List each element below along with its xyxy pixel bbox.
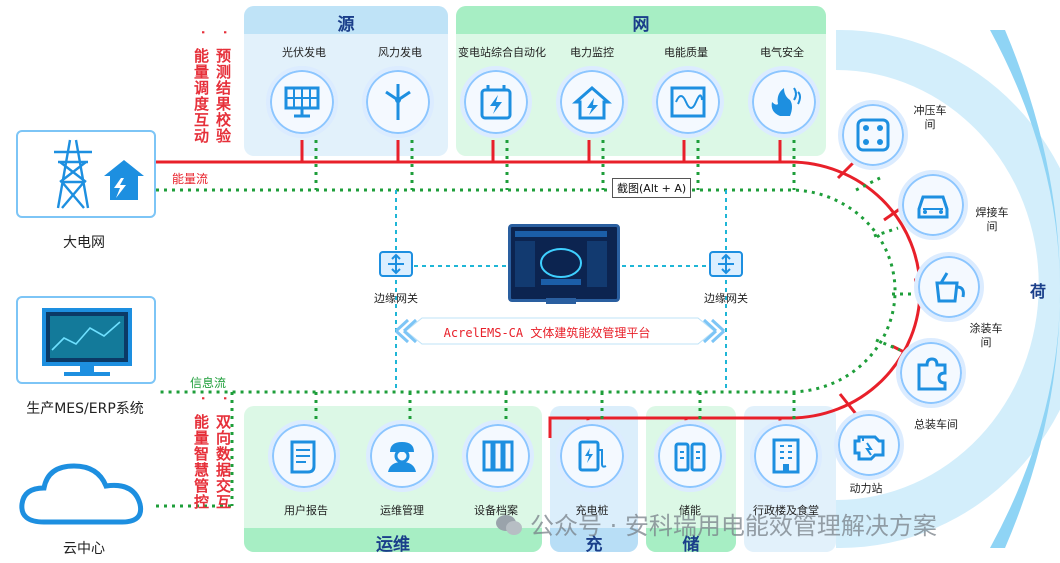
load-item-welding[interactable]: [898, 170, 968, 240]
office-label-building: 行政楼及食堂: [753, 504, 819, 517]
charge-title-bar: [550, 528, 638, 552]
load-label-welding: 焊接车间: [975, 206, 1009, 233]
dot-bottom-2: ·: [196, 396, 210, 402]
platform-banner-bg: [394, 317, 726, 345]
mes-node-label: 生产MES/ERP系统: [26, 401, 144, 417]
load-item-painting[interactable]: [914, 252, 984, 322]
dot-bottom-1: ·: [218, 396, 232, 402]
building-icon: [772, 438, 800, 474]
monitor-icon: [42, 308, 132, 376]
energy-flow-label: 能量流: [172, 172, 209, 186]
watermark-icon: [494, 510, 524, 540]
car-icon: [917, 195, 949, 219]
left-gateway-icon: [378, 248, 414, 280]
platform-title: AcrelEMS-CA 文体建筑能效管理平台: [443, 326, 651, 340]
storage-label-battery: 储能: [679, 504, 701, 517]
load-item-assembly[interactable]: [896, 338, 966, 408]
vtext-bottom-col1: 双向数据交互: [214, 414, 232, 510]
ops-label-device-archive: 设备档案: [474, 504, 518, 517]
scroll-document-icon: [290, 440, 316, 474]
house-bolt-icon: [572, 86, 612, 120]
grid-title-bar: [456, 6, 826, 34]
load-item-stamping[interactable]: [838, 100, 908, 170]
binders-icon: [482, 440, 514, 472]
grid-node-box: [16, 130, 156, 218]
storage-title-bar: [646, 528, 736, 552]
load-label-power-station: 动力站: [849, 482, 883, 495]
ops-label-maintenance: 运维管理: [380, 504, 424, 517]
grid-item-label-1: 变电站综合自动化: [458, 46, 546, 59]
ops-item-user-report[interactable]: [268, 420, 340, 492]
puzzle-icon: [917, 357, 947, 391]
electrical-safety-item[interactable]: [748, 66, 820, 138]
dot-top-1: ·: [218, 30, 232, 36]
ops-item-device-archive[interactable]: [462, 420, 534, 492]
dice-icon: [856, 118, 890, 152]
grid-item-label-4: 电气安全: [760, 46, 804, 59]
cloud-node-label: 云中心: [63, 541, 105, 557]
grid-item-label-3: 电能质量: [664, 46, 708, 59]
left-gateway-label: 边缘网关: [374, 292, 418, 305]
storage-item-battery[interactable]: [654, 420, 726, 492]
screenshot-tooltip: 截图(Alt + A): [612, 178, 692, 198]
wind-turbine-icon: [385, 84, 411, 120]
watermark-text: 公众号 · 安科瑞用电能效管理解决方案: [530, 512, 937, 540]
engine-icon: [853, 435, 885, 461]
worker-icon: [388, 442, 416, 472]
paint-pot-icon: [935, 272, 965, 303]
right-gateway-label: 边缘网关: [704, 292, 748, 305]
power-tower-icon: [54, 139, 144, 209]
office-item-building[interactable]: [750, 420, 822, 492]
storage-title: 储: [682, 535, 700, 555]
grid-title: 网: [632, 15, 650, 35]
solar-panel-icon: [284, 86, 320, 118]
battery-icon: [674, 442, 706, 472]
grid-item-label-2: 电力监控: [570, 46, 614, 59]
charge-label-charger: 充电桩: [575, 504, 609, 517]
source-title-bar: [244, 6, 448, 34]
load-item-power-station[interactable]: [834, 410, 904, 480]
charge-title: 充: [585, 535, 603, 555]
ops-label-user-report: 用户报告: [284, 504, 328, 517]
ops-item-maintenance[interactable]: [366, 420, 438, 492]
load-label-painting: 涂装车间: [969, 322, 1003, 349]
solar-panel-item[interactable]: [266, 66, 338, 138]
cloud-icon: [19, 463, 144, 525]
ops-title-bar: [244, 528, 542, 552]
grid-node-label: 大电网: [63, 235, 105, 251]
load-label-assembly: 总装车间: [914, 418, 958, 431]
wind-power-item[interactable]: [362, 66, 434, 138]
platform-stand: [546, 298, 576, 304]
info-flow-line: [156, 188, 897, 394]
info-flow-label: 信息流: [190, 376, 227, 390]
dashboard-icon: [515, 231, 607, 287]
vtext-bottom-col2: 能量智慧管控: [192, 414, 210, 510]
platform-screen[interactable]: [508, 224, 620, 302]
power-quality-item[interactable]: [652, 66, 724, 138]
charging-station-icon: [578, 440, 607, 472]
substation-item[interactable]: [460, 66, 532, 138]
load-title: 荷: [1030, 282, 1047, 301]
charge-item-charger[interactable]: [556, 420, 628, 492]
fire-icon: [771, 87, 801, 116]
vtext-top-col2: 能量调度互动: [192, 48, 210, 144]
battery-bolt-icon: [480, 85, 512, 120]
power-monitor-item[interactable]: [556, 66, 628, 138]
source-item-label-2: 风力发电: [378, 46, 422, 59]
source-title: 源: [337, 15, 355, 35]
mes-node-box: [16, 296, 156, 384]
source-item-label-1: 光伏发电: [282, 46, 326, 59]
load-label-stamping: 冲压车间: [913, 104, 947, 131]
vtext-top-col1: 预测结果校验: [214, 48, 232, 144]
dot-top-2: ·: [196, 30, 210, 36]
waveform-icon: [670, 86, 706, 118]
right-gateway-icon: [708, 248, 744, 280]
ops-title: 运维: [376, 535, 410, 555]
